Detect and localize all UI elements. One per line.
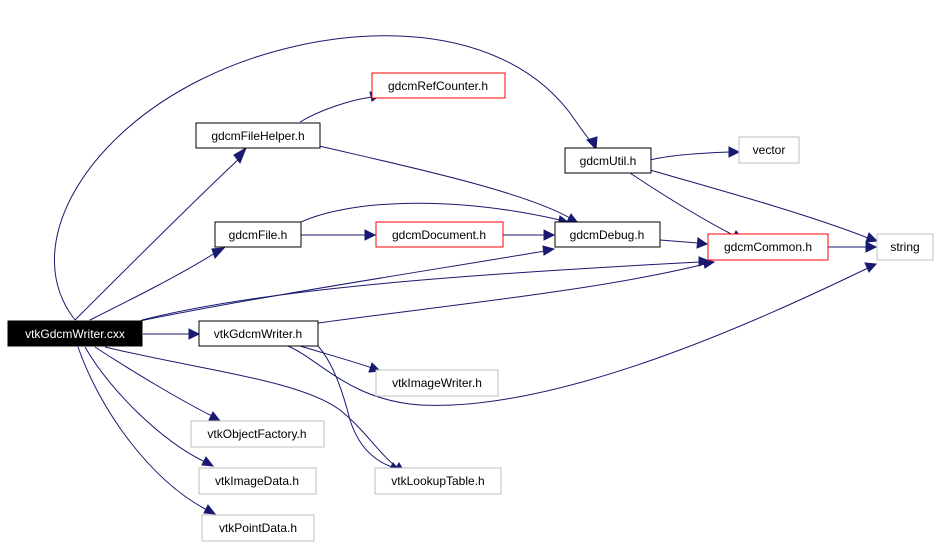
node-gdcmdocument-h[interactable]: gdcmDocument.h — [375, 221, 504, 248]
node-vtkimagewriter-h[interactable]: vtkImageWriter.h — [375, 369, 499, 397]
node-box — [190, 420, 325, 448]
node-vtkgdcmwriter-cxx[interactable]: vtkGdcmWriter.cxx — [7, 320, 143, 347]
node-label: gdcmCommon.h — [724, 240, 812, 254]
node-box — [707, 233, 829, 261]
edge-vtkgdcmwriter-h-to-string — [287, 262, 878, 406]
node-box — [375, 221, 504, 248]
edge-gdcmdebug-h-to-gdcmcommon-h — [659, 237, 709, 249]
node-gdcmfilehelper-h[interactable]: gdcmFileHelper.h — [195, 122, 321, 149]
edge-vtkgdcmwriter-h-to-gdcmcommon-h — [317, 258, 716, 324]
node-label: gdcmFileHelper.h — [211, 129, 304, 143]
edge-vtkgdcmwriter-h-to-vtkimagewriter-h — [299, 345, 382, 373]
node-box — [876, 233, 934, 261]
node-vector[interactable]: vector — [738, 136, 800, 164]
node-vtkpointdata-h[interactable]: vtkPointData.h — [201, 514, 315, 542]
edge-vtkgdcmwriter-cxx-to-vtkimagedata-h — [84, 346, 215, 467]
edge-vtkgdcmwriter-cxx-to-vtklookuptable-h — [104, 346, 406, 474]
node-label: gdcmDebug.h — [570, 228, 645, 242]
node-box — [375, 369, 499, 397]
edge-gdcmfile-h-to-gdcmdocument-h — [301, 229, 377, 241]
node-vtklookuptable-h[interactable]: vtkLookupTable.h — [374, 467, 502, 495]
node-label: gdcmDocument.h — [392, 228, 486, 242]
node-label: vtkObjectFactory.h — [207, 427, 306, 441]
node-box — [201, 514, 315, 542]
edges-layer — [53, 35, 879, 515]
node-gdcmutil-h[interactable]: gdcmUtil.h — [564, 147, 652, 174]
node-box — [374, 467, 502, 495]
node-box — [371, 72, 506, 99]
node-box — [198, 467, 317, 495]
edge-vtkgdcmwriter-cxx-to-gdcmcommon-h — [141, 256, 711, 321]
node-label: vtkImageData.h — [215, 474, 299, 488]
edge-gdcmfilehelper-h-to-gdcmrefcounter-h — [299, 91, 383, 123]
node-gdcmfile-h[interactable]: gdcmFile.h — [214, 221, 302, 248]
node-box — [195, 122, 321, 149]
node-label: vector — [753, 143, 786, 157]
edge-gdcmutil-h-to-vector — [649, 146, 741, 161]
node-vtkgdcmwriter-h[interactable]: vtkGdcmWriter.h — [198, 320, 319, 347]
node-label: gdcmFile.h — [229, 228, 288, 242]
node-label: gdcmRefCounter.h — [388, 79, 488, 93]
node-label: vtkGdcmWriter.cxx — [25, 327, 125, 341]
edge-gdcmcommon-h-to-string — [828, 241, 878, 253]
node-box — [554, 221, 661, 248]
edge-vtkgdcmwriter-cxx-to-gdcmutil-h — [53, 35, 598, 321]
edge-vtkgdcmwriter-cxx-to-vtkgdcmwriter-h — [143, 328, 201, 340]
node-box — [564, 147, 652, 174]
node-label: string — [890, 240, 919, 254]
edge-vtkgdcmwriter-cxx-to-gdcmdebug-h — [134, 245, 556, 323]
node-box — [198, 320, 319, 347]
edge-vtkgdcmwriter-cxx-to-vtkpointdata-h — [77, 346, 217, 515]
edge-gdcmdocument-h-to-gdcmdebug-h — [503, 229, 556, 241]
node-box — [738, 136, 800, 164]
node-gdcmrefcounter-h[interactable]: gdcmRefCounter.h — [371, 72, 506, 99]
nodes-layer: vtkGdcmWriter.cxx gdcmFileHelper.h gdcmR… — [7, 72, 934, 542]
node-label: vtkGdcmWriter.h — [214, 327, 302, 341]
node-label: gdcmUtil.h — [580, 154, 637, 168]
edge-gdcmutil-h-to-string — [649, 169, 879, 243]
node-box — [214, 221, 302, 248]
node-string[interactable]: string — [876, 233, 934, 261]
edge-vtkgdcmwriter-cxx-to-gdcmfile-h — [89, 247, 226, 321]
node-box — [7, 320, 143, 347]
node-label: vtkImageWriter.h — [392, 376, 482, 390]
node-gdcmdebug-h[interactable]: gdcmDebug.h — [554, 221, 661, 248]
node-label: vtkLookupTable.h — [391, 474, 484, 488]
edge-vtkgdcmwriter-h-to-vtklookuptable-h — [317, 345, 402, 472]
node-vtkimagedata-h[interactable]: vtkImageData.h — [198, 467, 317, 495]
node-vtkobjectfactory-h[interactable]: vtkObjectFactory.h — [190, 420, 325, 448]
edge-gdcmfilehelper-h-to-gdcmdebug-h — [314, 144, 580, 224]
node-label: vtkPointData.h — [219, 521, 297, 535]
edge-vtkgdcmwriter-cxx-to-gdcmfilehelper-h — [74, 146, 248, 321]
node-gdcmcommon-h[interactable]: gdcmCommon.h — [707, 233, 829, 261]
